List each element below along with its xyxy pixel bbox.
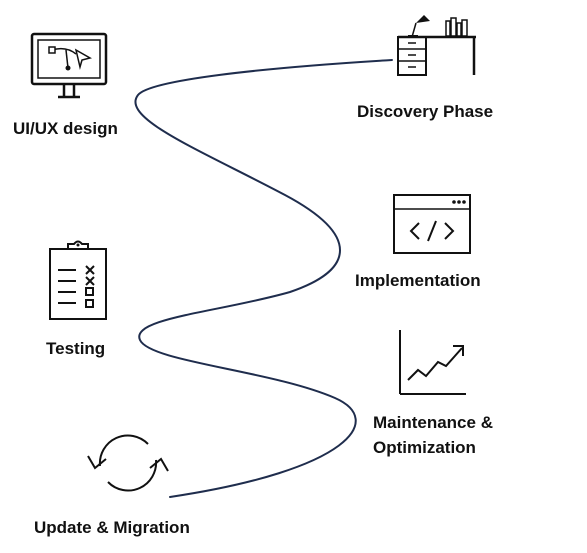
desk-icon	[397, 15, 476, 76]
clipboard-checklist-icon	[49, 240, 107, 320]
step-label-testing: Testing	[46, 339, 106, 358]
refresh-arrows-icon	[87, 434, 169, 492]
step-label-discovery: Discovery Phase	[357, 102, 494, 121]
code-window-icon	[393, 194, 471, 254]
step-label-implementation: Implementation	[355, 271, 481, 290]
step-label-maintenance-line2: Optimization	[373, 438, 476, 457]
step-label-maintenance-line1: Maintenance &	[373, 413, 493, 432]
step-label-update: Update & Migration	[34, 518, 190, 537]
growth-chart-icon	[399, 330, 466, 395]
monitor-pen-tool-icon	[30, 32, 108, 99]
step-label-uiux: UI/UX design	[13, 119, 118, 138]
